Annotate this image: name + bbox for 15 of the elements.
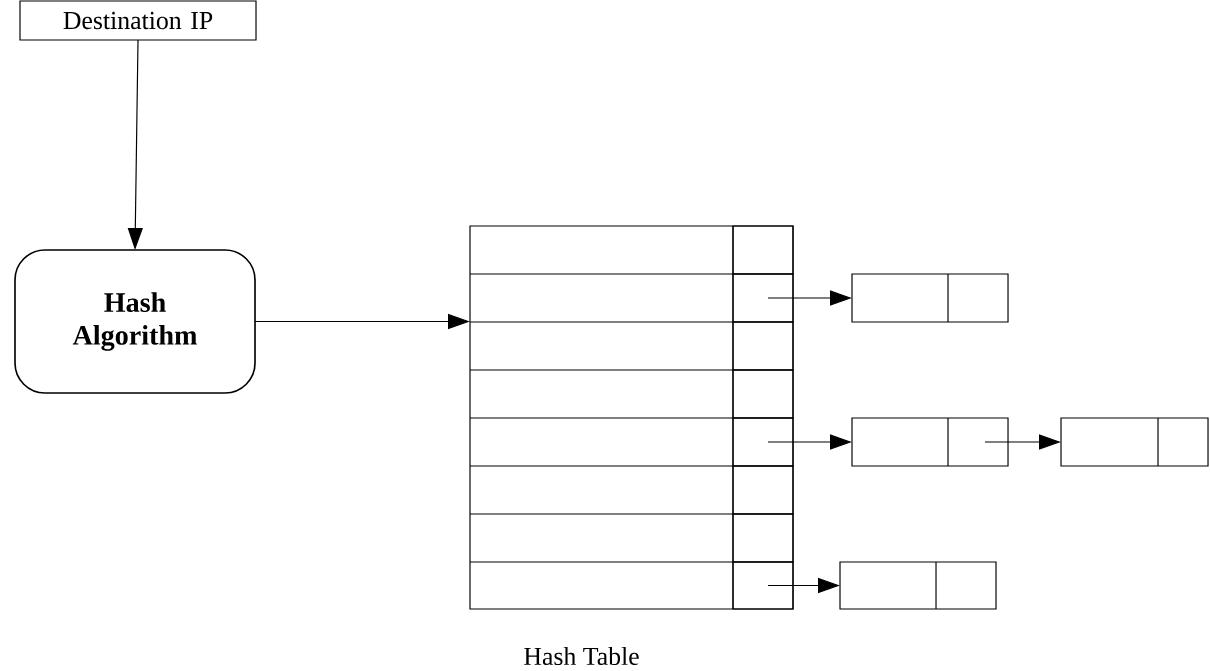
pointer-cell — [732, 321, 794, 371]
pointer-cell — [732, 225, 794, 275]
pointer-cell — [732, 561, 794, 610]
table-caption: Hash Table — [524, 646, 639, 666]
list-node-box — [851, 273, 1009, 323]
pointer-cell — [732, 417, 794, 467]
list-node-box — [839, 561, 997, 610]
pointer-cell — [732, 465, 794, 515]
pointer-cell — [732, 369, 794, 419]
pointer-cell — [732, 273, 794, 323]
list-node-box — [1060, 417, 1209, 467]
list-node-box — [851, 417, 1009, 467]
input-box: Destination IP — [19, 0, 257, 41]
pointer-cell — [732, 513, 794, 563]
process-box: Hash Algorithm — [14, 249, 256, 394]
